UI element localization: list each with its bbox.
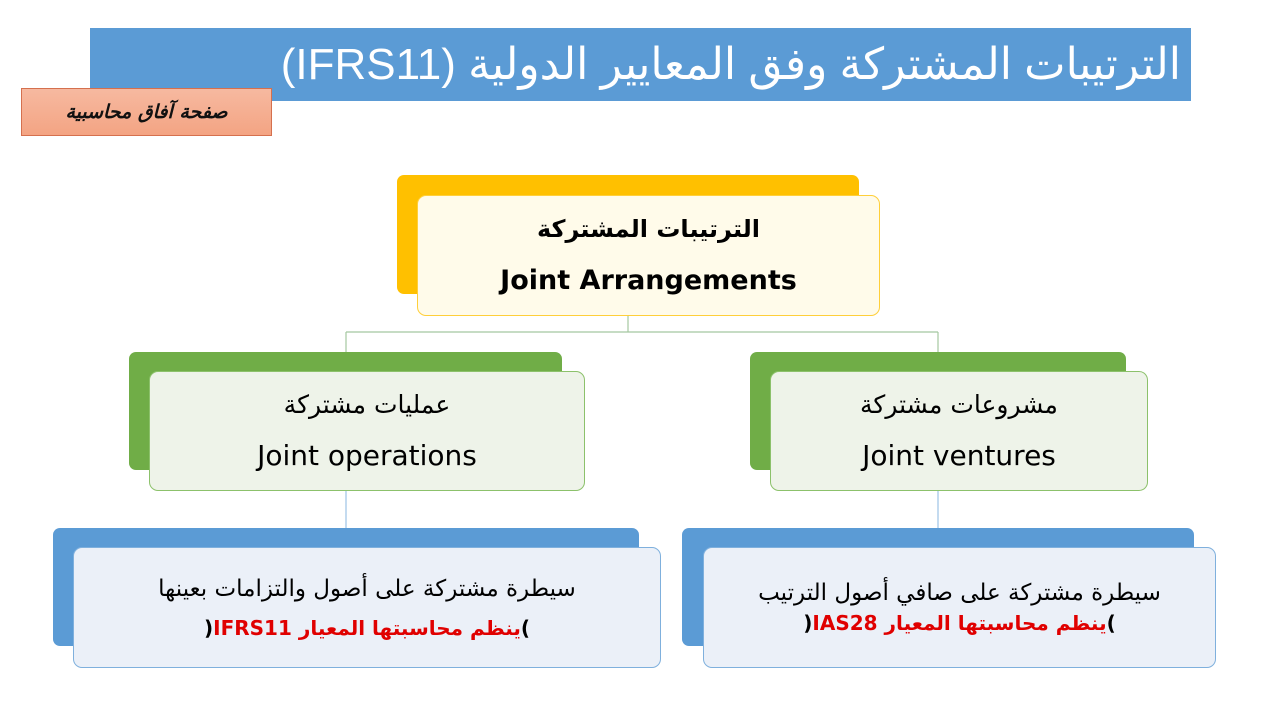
right-node: مشروعات مشتركة Joint ventures [770,371,1148,491]
left-detail-node: سيطرة مشتركة على أصول والتزامات بعينها )… [73,547,661,668]
page-label-text: صفحة آفاق محاسبية [65,101,228,123]
root-node-arabic: الترتيبات المشتركة [536,215,761,243]
page-title: الترتيبات المشتركة وفق المعايير الدولية … [280,39,1181,89]
left-node-arabic: عمليات مشتركة [283,390,451,419]
root-node-english: Joint Arrangements [500,265,797,296]
left-node: عمليات مشتركة Joint operations [149,371,585,491]
left-detail-note-close: ( [520,615,531,640]
left-node-english: Joint operations [257,439,477,472]
page-label-badge: صفحة آفاق محاسبية [21,88,272,136]
right-detail-note-text: ينظم محاسبتها المعيار IAS28 [812,610,1107,635]
left-detail-note-open: ) [203,615,214,640]
left-detail-text: سيطرة مشتركة على أصول والتزامات بعينها [158,575,576,602]
left-detail-note: )ينظم محاسبتها المعيار IFRS11( [204,616,530,640]
right-node-english: Joint ventures [862,439,1056,472]
root-node: الترتيبات المشتركة Joint Arrangements [417,195,880,316]
right-detail-note-open: ) [803,610,813,635]
left-detail-note-text: ينظم محاسبتها المعيار IFRS11 [213,615,521,640]
right-detail-node: سيطرة مشتركة على صافي أصول الترتيب )ينظم… [703,547,1216,668]
right-detail-note-close: ( [1106,610,1116,635]
right-node-arabic: مشروعات مشتركة [860,390,1058,419]
right-detail-note: )ينظم محاسبتها المعيار IAS28( [803,611,1115,635]
right-detail-text: سيطرة مشتركة على صافي أصول الترتيب [758,580,1161,607]
title-bar: الترتيبات المشتركة وفق المعايير الدولية … [90,28,1191,101]
